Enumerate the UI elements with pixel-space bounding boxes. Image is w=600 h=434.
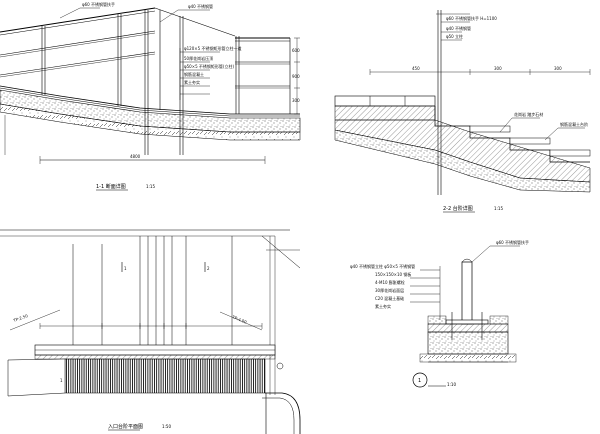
railing-soil-layer [0,103,301,141]
callout-4-post: φ40 不锈钢管立柱 φ50×5 不锈钢管 [350,263,415,269]
railing-coping-line [0,85,300,115]
dim-1-a: 600 [292,48,300,53]
callout-1-post: φ50×5 不锈钢矩形管(立柱) [184,63,234,69]
plan-level-right: TP:4.00 [231,314,248,325]
section-mark-1-lower: 1 [60,378,63,383]
section-mark-1: 1 [124,266,127,271]
plan-level-left: TP:2.50 [12,313,29,323]
callout-4-bolts: 4-M10 膨胀螺栓 [375,279,405,285]
dim-1-overall: 4800 [130,154,141,159]
drawing-1-scale: 1:15 [146,184,155,189]
dim-1-b: 900 [292,74,300,79]
callout-2-post: φ50 立柱 [446,33,463,39]
detail-bubble [412,372,428,388]
drawing-1-title: 1-1 断面详图 [96,183,126,190]
callout-1-handrail: φ60 不锈钢管扶手 [82,1,115,7]
callout-1-tube: φ40 不锈钢管 [188,3,213,9]
drawing-2-title: 2-2 台阶详图 [443,205,473,212]
callout-2-concrete: 钢筋混凝土台阶 [560,121,588,127]
drawing-1-railing-section: 600 900 300 φ60 不锈钢管扶手 φ40 不锈钢管 φ120×5 不… [0,1,301,191]
callout-1-concrete: 钢筋混凝土 [184,71,204,77]
callout-4-foundation: C20 混凝土基础 [375,295,404,301]
detail-number: 1 [418,378,421,384]
callout-1-soil: 素土夯实 [184,79,200,85]
railing-concrete-base [0,89,301,133]
drawing-2-scale: 1:15 [494,206,503,211]
callout-1-post-rail: φ120×5 不锈钢矩形管立柱一道 [184,45,241,51]
callout-4-handrail: φ60 不锈钢管扶手 [496,239,529,245]
callout-4-plate: 150×150×10 钢板 [375,271,411,277]
drawing-4-post-base-detail: φ60 不锈钢管扶手 φ40 不锈钢管立柱 φ50×5 不锈钢管 150×150… [350,239,529,388]
plan-stair-treads [64,358,266,394]
callout-2-stone: 花岗岩 踏步石材 [514,111,543,117]
drawing-3-title: 入口台阶平面图 [108,423,143,430]
callout-1-coping: 50厚花岗岩压顶 [184,55,213,61]
handrail-top [0,7,156,33]
dim-2-b: 300 [494,66,502,71]
callout-4-paving: 30厚花岗岩面层 [375,287,404,293]
dim-2-c: 300 [554,66,562,71]
callout-2-handrail: φ60 不锈钢管扶手 H=1100 [446,15,497,21]
drawing-4-scale: 1:10 [447,382,456,387]
dim-2-a: 450 [412,66,420,71]
drawing-3-entrance-plan: 1 2 TP:2.50 TP:4.00 1 入口台阶平面图 1: [0,229,301,434]
drawing-3-scale: 1:50 [162,424,171,429]
section-mark-2: 2 [207,266,210,271]
callout-2-tube: φ40 不锈钢管 [446,25,471,31]
callout-4-soil: 素土夯实 [375,303,391,309]
dim-1-c: 300 [292,98,300,103]
drawing-2-step-section: 450 300 300 φ60 不锈钢管扶手 H=1100 φ40 不锈钢管 φ… [334,10,591,213]
